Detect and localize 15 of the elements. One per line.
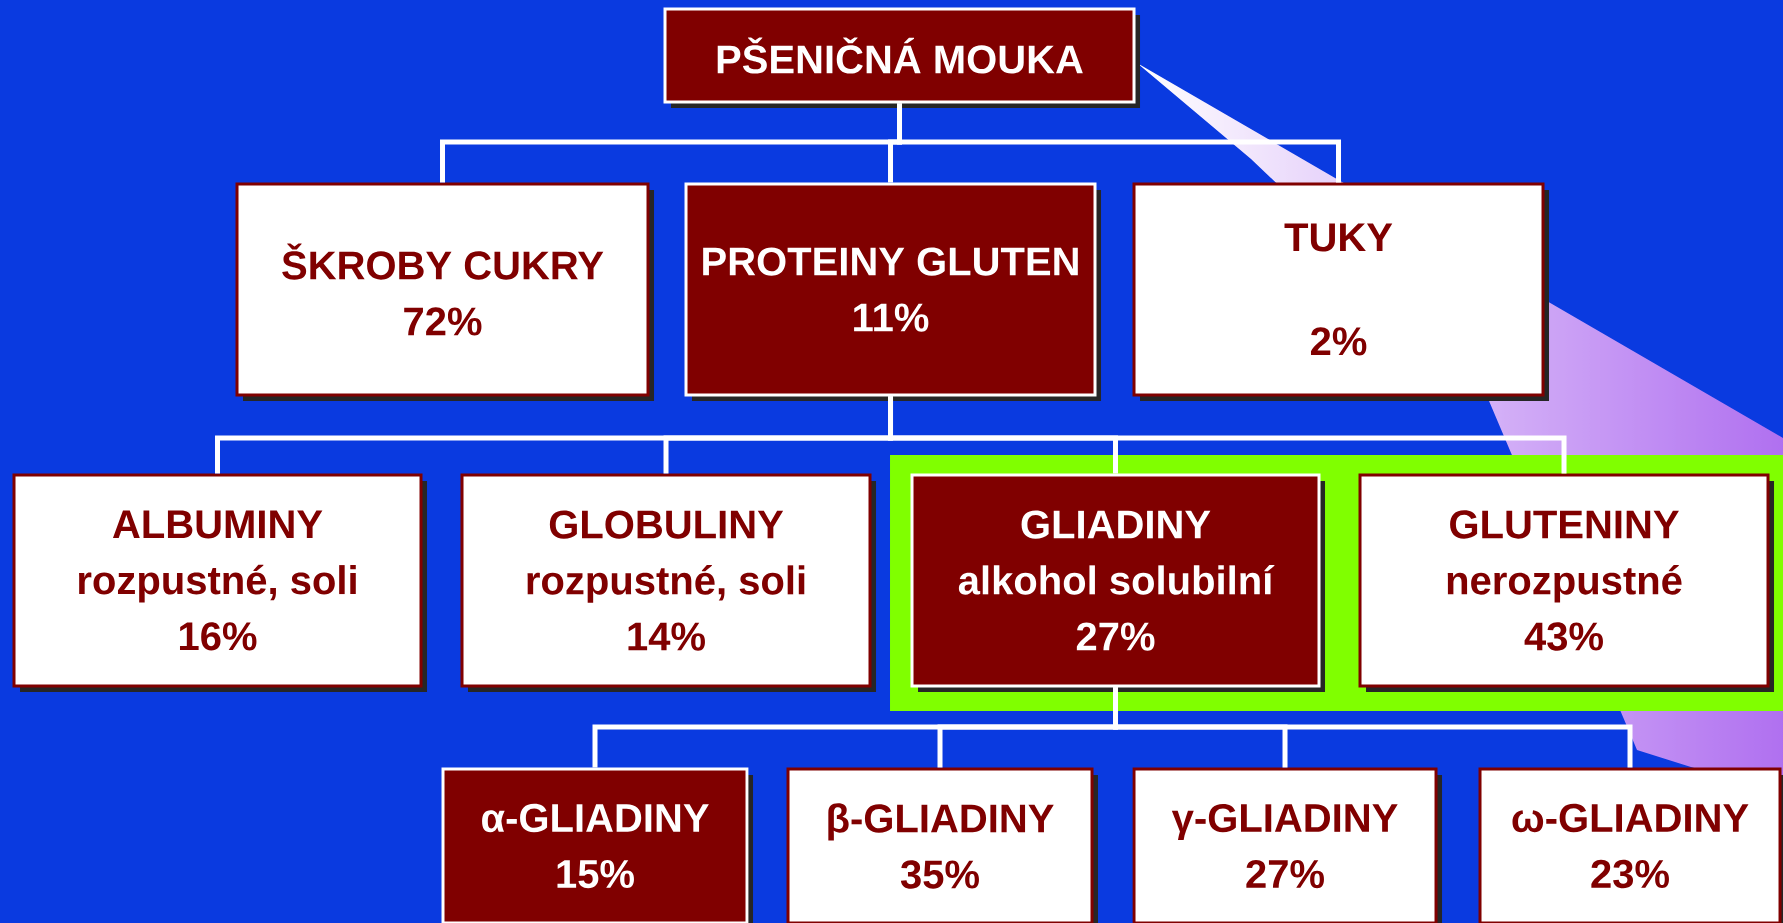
category-box: γ-GLIADINY 27% — [1132, 767, 1442, 923]
category-box: TUKY 2% — [1132, 182, 1549, 401]
category-box: GLUTENINY nerozpustné 43% — [1358, 473, 1774, 692]
title-box: PŠENIČNÁ MOUKA — [663, 7, 1140, 108]
category-box: GLOBULINY rozpustné, soli 14% — [460, 473, 876, 692]
category-box: ŠKROBY CUKRY 72% — [235, 182, 654, 401]
category-box: GLIADINY alkohol solubilní 27% — [910, 473, 1325, 692]
connector-line — [1113, 687, 1633, 768]
category-box: ω-GLIADINY 23% — [1478, 767, 1783, 923]
category-box: α-GLIADINY 15% — [441, 767, 753, 923]
category-box: ALBUMINY rozpustné, soli 16% — [12, 473, 427, 692]
category-box: β-GLIADINY 35% — [786, 767, 1098, 923]
category-box: PROTEINY GLUTEN 11% — [684, 182, 1101, 401]
connector-line — [897, 103, 1341, 183]
connector-line — [888, 396, 1567, 474]
